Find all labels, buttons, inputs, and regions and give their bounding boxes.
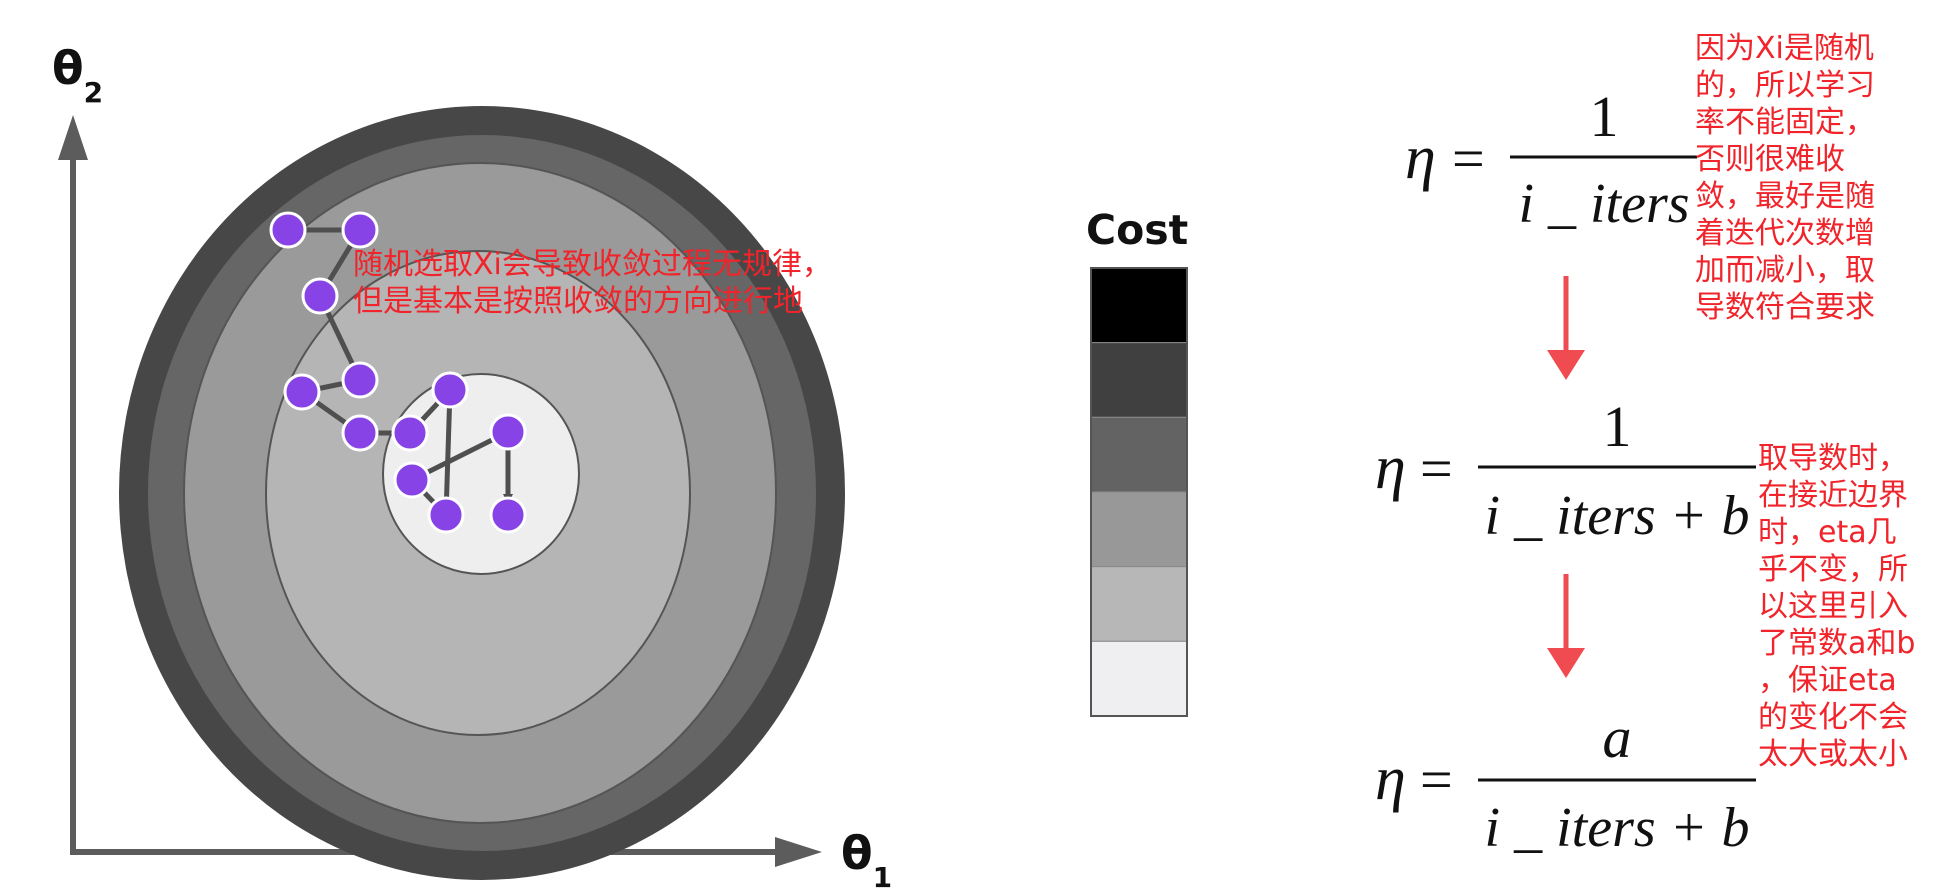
learning-rate-note: 因为Xi是随机 的，所以学习 率不能固定， 否则很难收 敛，最好是随 着迭代次数… (1695, 31, 1875, 325)
sgd-point (341, 211, 379, 249)
down-arrow-2 (1547, 574, 1585, 678)
legend-swatch (1090, 342, 1188, 418)
equation-1-equals: = (1452, 126, 1485, 191)
legend-title: Cost (1086, 206, 1188, 254)
path-segment (443, 387, 453, 518)
equation-2: η = 1 i _ iters + b (1375, 394, 1756, 547)
equation-arrows (1547, 276, 1585, 678)
legend-swatch (1090, 416, 1188, 493)
equation-1-numerator: 1 (1590, 84, 1619, 149)
equation-2-equals: = (1420, 436, 1453, 501)
equation-3: η = a i _ iters + b (1375, 705, 1756, 859)
equation-1: η = 1 i _ iters (1405, 84, 1697, 235)
down-arrow-1 (1547, 276, 1585, 380)
y-axis-label: θ2 (52, 41, 103, 109)
equation-3-lhs: η (1375, 745, 1406, 813)
equation-3-numerator: a (1603, 705, 1632, 770)
equation-2-lhs: η (1375, 434, 1406, 502)
sgd-point (391, 414, 429, 452)
sgd-point (393, 461, 431, 499)
down-arrow-head (1547, 648, 1585, 678)
x-axis-arrowhead (775, 837, 822, 867)
equations: η = 1 i _ iters η = 1 i _ iters + b η = … (1375, 84, 1756, 859)
equation-1-denominator: i _ iters (1518, 173, 1689, 235)
legend-swatch (1090, 640, 1188, 717)
sgd-points (269, 211, 527, 534)
sgd-point (431, 371, 469, 409)
legend-border (1090, 267, 1188, 717)
cost-contours (119, 106, 845, 880)
sgd-point (283, 373, 321, 411)
sgd-point (341, 414, 379, 452)
legend-swatch (1090, 566, 1188, 642)
sgd-point (427, 496, 465, 534)
legend-swatches (1090, 267, 1188, 717)
cost-legend: Cost (1086, 206, 1188, 717)
legend-swatch (1090, 491, 1188, 568)
sgd-point (301, 277, 339, 315)
equation-2-numerator: 1 (1603, 394, 1632, 459)
x-axis-label: θ1 (841, 826, 892, 892)
sgd-point (489, 413, 527, 451)
constants-note: 取导数时， 在接近边界 时，eta几 乎不变，所 以这里引入 了常数a和b ，保… (1758, 441, 1916, 772)
equation-3-denominator: i _ iters + b (1485, 797, 1750, 859)
sgd-point (489, 496, 527, 534)
y-axis-arrowhead (58, 115, 88, 160)
equation-1-lhs: η (1405, 124, 1436, 192)
path-annotation: 随机选取Xi会导致收敛过程无规律， 但是基本是按照收敛的方向进行地 (353, 247, 832, 319)
down-arrow-head (1547, 350, 1585, 380)
sgd-point (269, 211, 307, 249)
equation-3-equals: = (1420, 747, 1453, 812)
equation-2-denominator: i _ iters + b (1485, 485, 1750, 547)
sgd-point (341, 361, 379, 399)
legend-swatch (1090, 267, 1188, 344)
